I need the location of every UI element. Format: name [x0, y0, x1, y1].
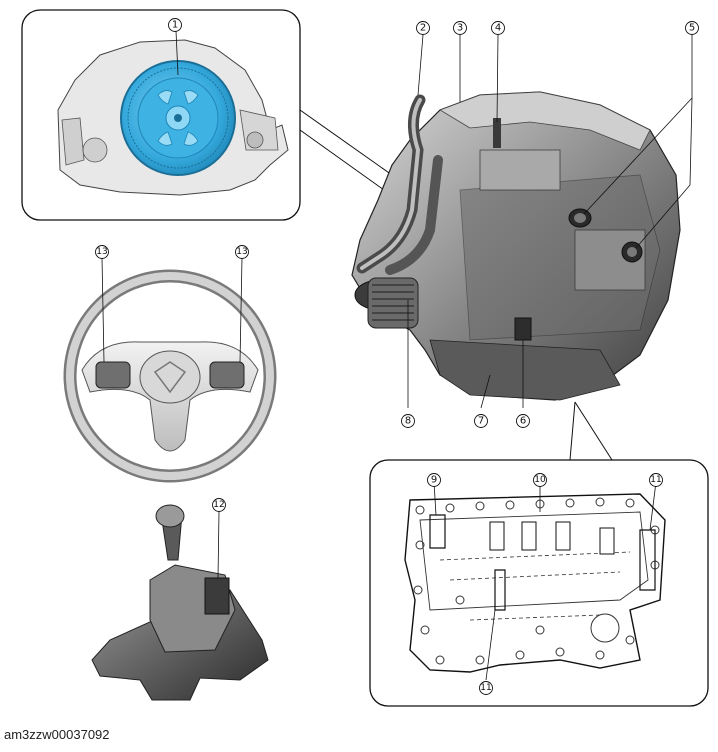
- callout-11-top: 11: [650, 475, 661, 485]
- callout-10: 10: [534, 475, 546, 485]
- callout-13-right: 13: [236, 247, 247, 257]
- callout-13-left: 13: [96, 247, 107, 257]
- zoom-line: [569, 401, 576, 461]
- steering-wheel: [63, 257, 277, 483]
- zoom-line: [574, 401, 613, 461]
- callout-4: 4: [495, 23, 501, 34]
- callout-12: 12: [213, 500, 224, 510]
- callout-9: 9: [431, 475, 437, 486]
- callout-5: 5: [689, 23, 695, 34]
- callout-3: 3: [457, 23, 463, 34]
- callout-7: 7: [478, 416, 484, 427]
- callout-11-bottom: 11: [480, 683, 491, 693]
- selector-lever: [91, 504, 269, 701]
- leader-lines: [407, 34, 693, 409]
- zoom-line: [299, 109, 393, 176]
- callout-2: 2: [420, 23, 426, 34]
- transmission-assembly: [351, 91, 681, 401]
- figure-code: am3zzw00037092: [4, 727, 110, 742]
- valve-body-inset: [369, 459, 709, 707]
- callout-1: 1: [172, 20, 178, 31]
- callout-8: 8: [405, 416, 411, 427]
- zoom-line: [299, 129, 385, 191]
- flywheel-inset: [21, 9, 301, 221]
- callout-6: 6: [520, 416, 526, 427]
